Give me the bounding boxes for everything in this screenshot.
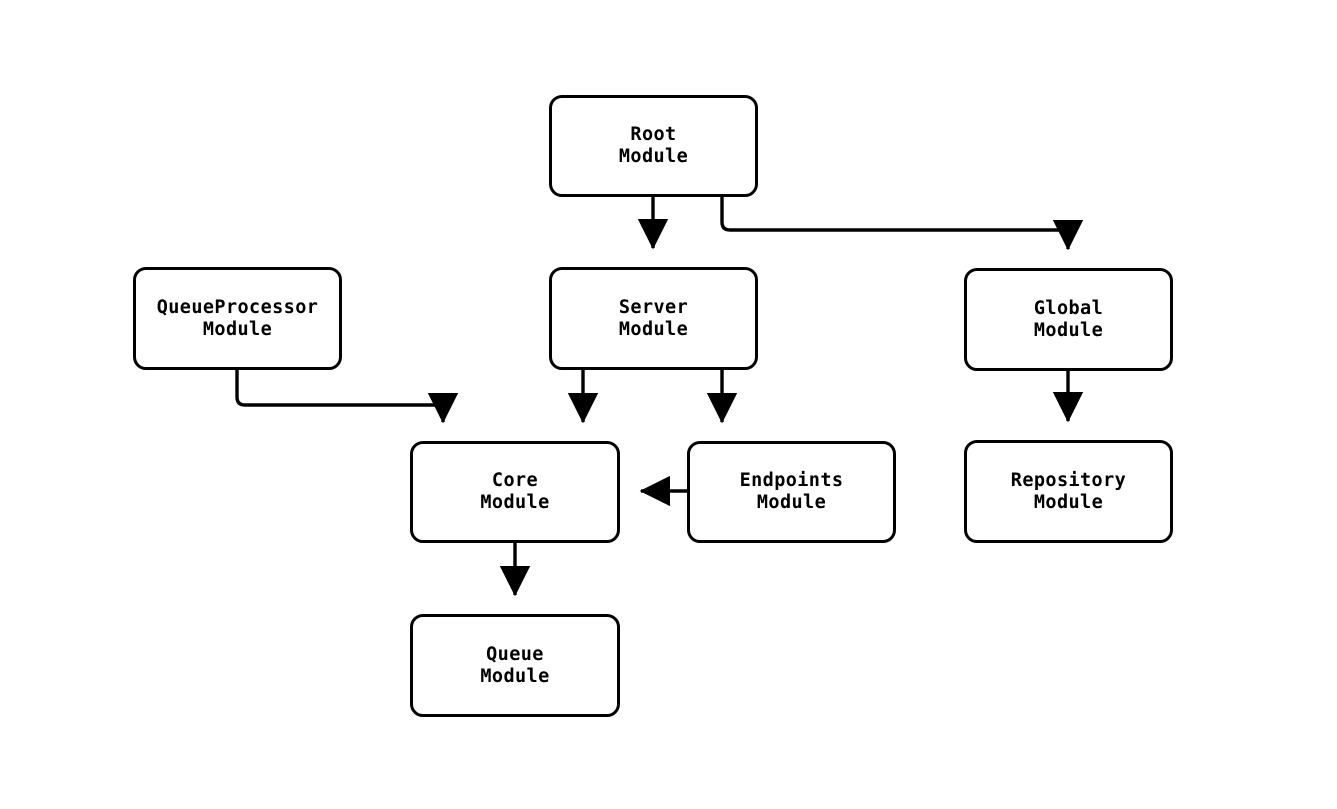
node-core-label-line1: Core xyxy=(491,470,539,491)
node-repository-label-line2: Module xyxy=(1033,491,1104,513)
node-server-label-line2: Module xyxy=(618,318,689,340)
node-server-label-line1: Server xyxy=(618,296,689,318)
node-root-label-line2: Module xyxy=(618,146,689,167)
edge-root-to-global xyxy=(720,197,1084,251)
node-queueprocessor-label-line2: Module xyxy=(202,318,273,340)
node-queue-label-line2: Module xyxy=(480,665,550,687)
node-core-label-line2: Module xyxy=(480,492,550,513)
node-global-label-line1: Global xyxy=(1033,297,1104,319)
node-queue-label-line1: Queue xyxy=(486,643,544,665)
node-global-label-line2: Module xyxy=(1033,319,1104,341)
node-endpoints-label-line1: Endpoints xyxy=(739,470,844,491)
node-endpoints-label-line2: Module xyxy=(756,492,827,513)
edge-queueprocessor-to-core xyxy=(235,370,459,424)
node-queueprocessor-label-line1: QueueProcessor xyxy=(156,296,319,318)
node-root-label-line1: Root xyxy=(630,124,677,145)
edges-group xyxy=(235,197,1084,597)
node-repository-label-line1: Repository xyxy=(1010,469,1127,491)
